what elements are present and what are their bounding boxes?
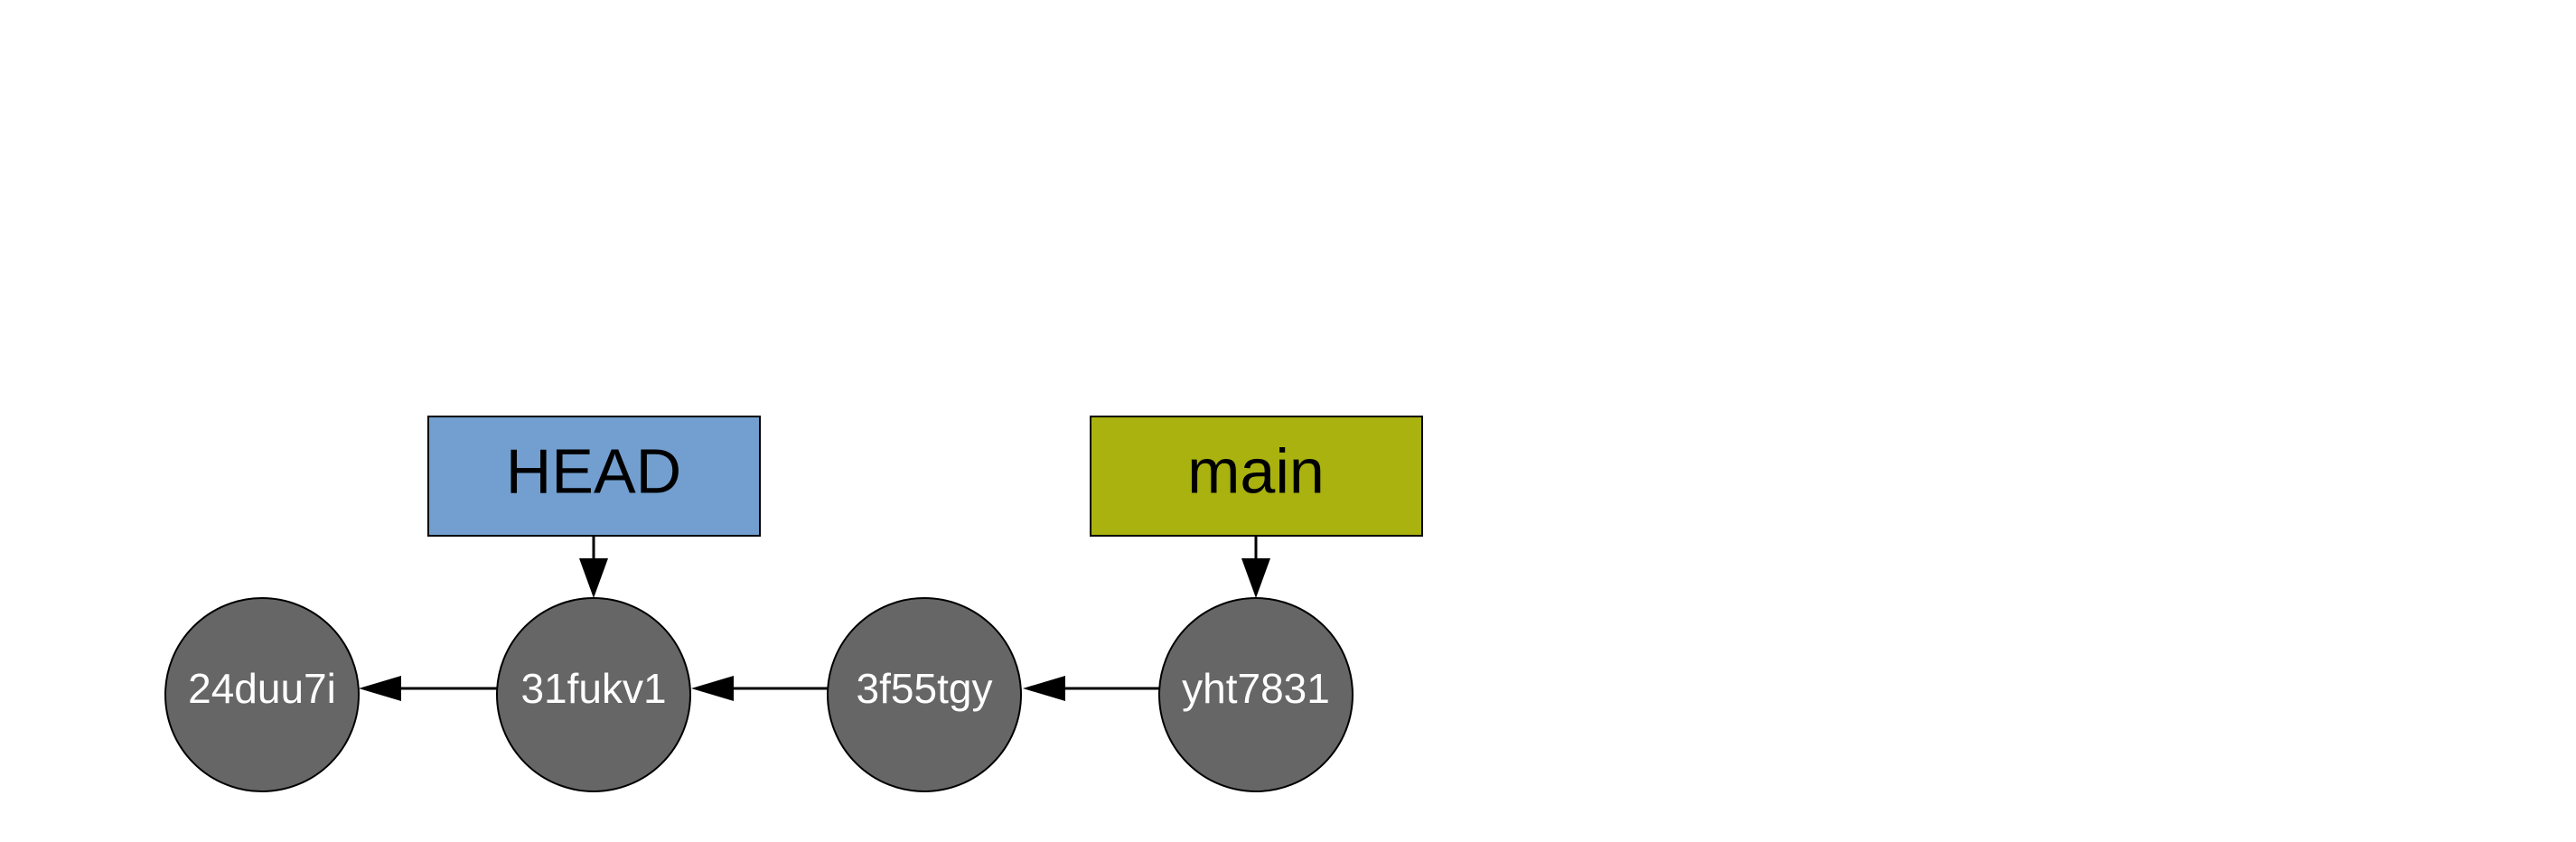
commit-id-label: yht7831 bbox=[1182, 665, 1330, 712]
commit-circle bbox=[1158, 597, 1354, 792]
ref-main-label: main bbox=[1187, 435, 1325, 506]
ref-pointer-head-arrow bbox=[579, 536, 608, 598]
parent-link-31fukv1-to-24duu7i bbox=[359, 676, 497, 701]
ref-pointer-main-arrow bbox=[1241, 536, 1270, 598]
commit-id-label: 3f55tgy bbox=[857, 665, 993, 712]
commit-circle bbox=[496, 597, 691, 792]
commit-node: 31fukv1 bbox=[496, 597, 691, 792]
commit-circle bbox=[827, 597, 1022, 792]
commit-circle bbox=[164, 597, 360, 792]
commit-node: 24duu7i bbox=[164, 597, 360, 792]
parent-link-yht7831-to-3f55tgy bbox=[1023, 676, 1160, 701]
ref-head-label: HEAD bbox=[506, 435, 681, 506]
ref-main-box bbox=[1090, 416, 1423, 537]
commit-node: yht7831 bbox=[1158, 597, 1354, 792]
commit-id-label: 24duu7i bbox=[188, 665, 336, 712]
ref-head-box bbox=[427, 416, 761, 537]
ref-main: main bbox=[1090, 416, 1423, 537]
ref-head: HEAD bbox=[427, 416, 761, 537]
parent-link-3f55tgy-to-31fukv1 bbox=[691, 676, 829, 701]
commit-id-label: 31fukv1 bbox=[520, 665, 666, 712]
commit-node: 3f55tgy bbox=[827, 597, 1022, 792]
